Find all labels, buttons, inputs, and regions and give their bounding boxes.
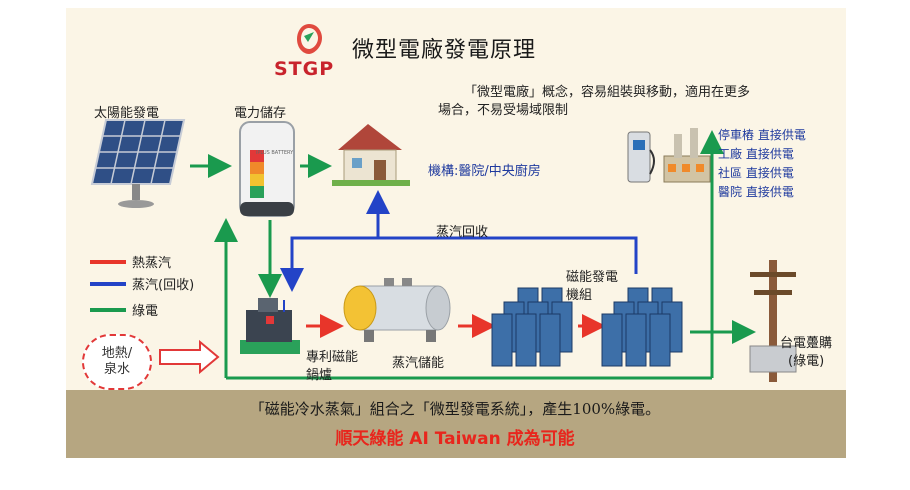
steam-return-label: 蒸汽回收	[436, 225, 489, 240]
battery-caption: iPLUS BATTERY	[256, 150, 294, 156]
description-line-1: 「微型電廠」概念，容易組裝與移動，適用在更多	[464, 85, 751, 100]
battery-storage-icon	[239, 121, 295, 217]
solar-label: 太陽能發電	[94, 106, 160, 121]
solar-panel-icon	[90, 119, 186, 208]
legend-red-swatch	[90, 260, 126, 264]
use-item: 工廠 直接供電	[718, 147, 794, 161]
steam-storage-label: 蒸汽儲能	[392, 356, 445, 371]
geothermal-bubble: 地熱/泉水	[82, 334, 152, 390]
steam-return-arrow	[280, 236, 638, 292]
description-line-2: 場合，不易受場域限制	[438, 103, 569, 118]
grid-label-2: (綠電)	[788, 354, 825, 369]
footer-slogan: 順天綠能 AI Taiwan 成為可能	[335, 429, 575, 449]
generator-label-2: 機組	[566, 288, 593, 303]
legend-green-swatch	[90, 308, 126, 312]
house-label: 機構:醫院/中央廚房	[428, 164, 541, 179]
generator-rack-1-icon	[491, 287, 573, 367]
use-item: 社區 直接供電	[718, 166, 794, 180]
stgp-logo-icon	[297, 24, 322, 54]
legend-label: 熱蒸汽	[132, 256, 172, 271]
geothermal-arrow	[159, 339, 220, 375]
storage-label: 電力儲存	[234, 106, 287, 121]
generator-rack-2-icon	[601, 287, 683, 367]
legend-label: 蒸汽(回收)	[132, 278, 195, 293]
ev-charger-factory-icon	[627, 128, 711, 183]
boiler-label-2: 鍋爐	[306, 368, 333, 383]
legend-blue-swatch	[90, 282, 126, 286]
use-item: 醫院 直接供電	[718, 185, 794, 199]
steam-tank-icon	[343, 278, 451, 342]
geothermal-line-1: 地熱/	[101, 346, 133, 361]
logo-text: STGP	[274, 58, 335, 80]
house-icon	[332, 124, 410, 186]
geothermal-line-2: 泉水	[103, 362, 130, 377]
footer-band	[66, 390, 846, 458]
boiler-label-1: 專利磁能	[306, 350, 359, 365]
page-title: 微型電廠發電原理	[352, 38, 537, 63]
boiler-icon	[240, 298, 300, 354]
diagram-panel	[66, 8, 846, 458]
power-pole-icon	[749, 260, 797, 382]
generator-label-1: 磁能發電	[566, 270, 619, 285]
grid-label-1: 台電躉購	[780, 336, 833, 351]
use-item: 停車樁 直接供電	[718, 128, 806, 142]
legend-label: 綠電	[132, 304, 159, 319]
footer-statement: 「磁能冷水蒸氣」組合之「微型發電系統」，產生100%綠電。	[249, 400, 661, 418]
